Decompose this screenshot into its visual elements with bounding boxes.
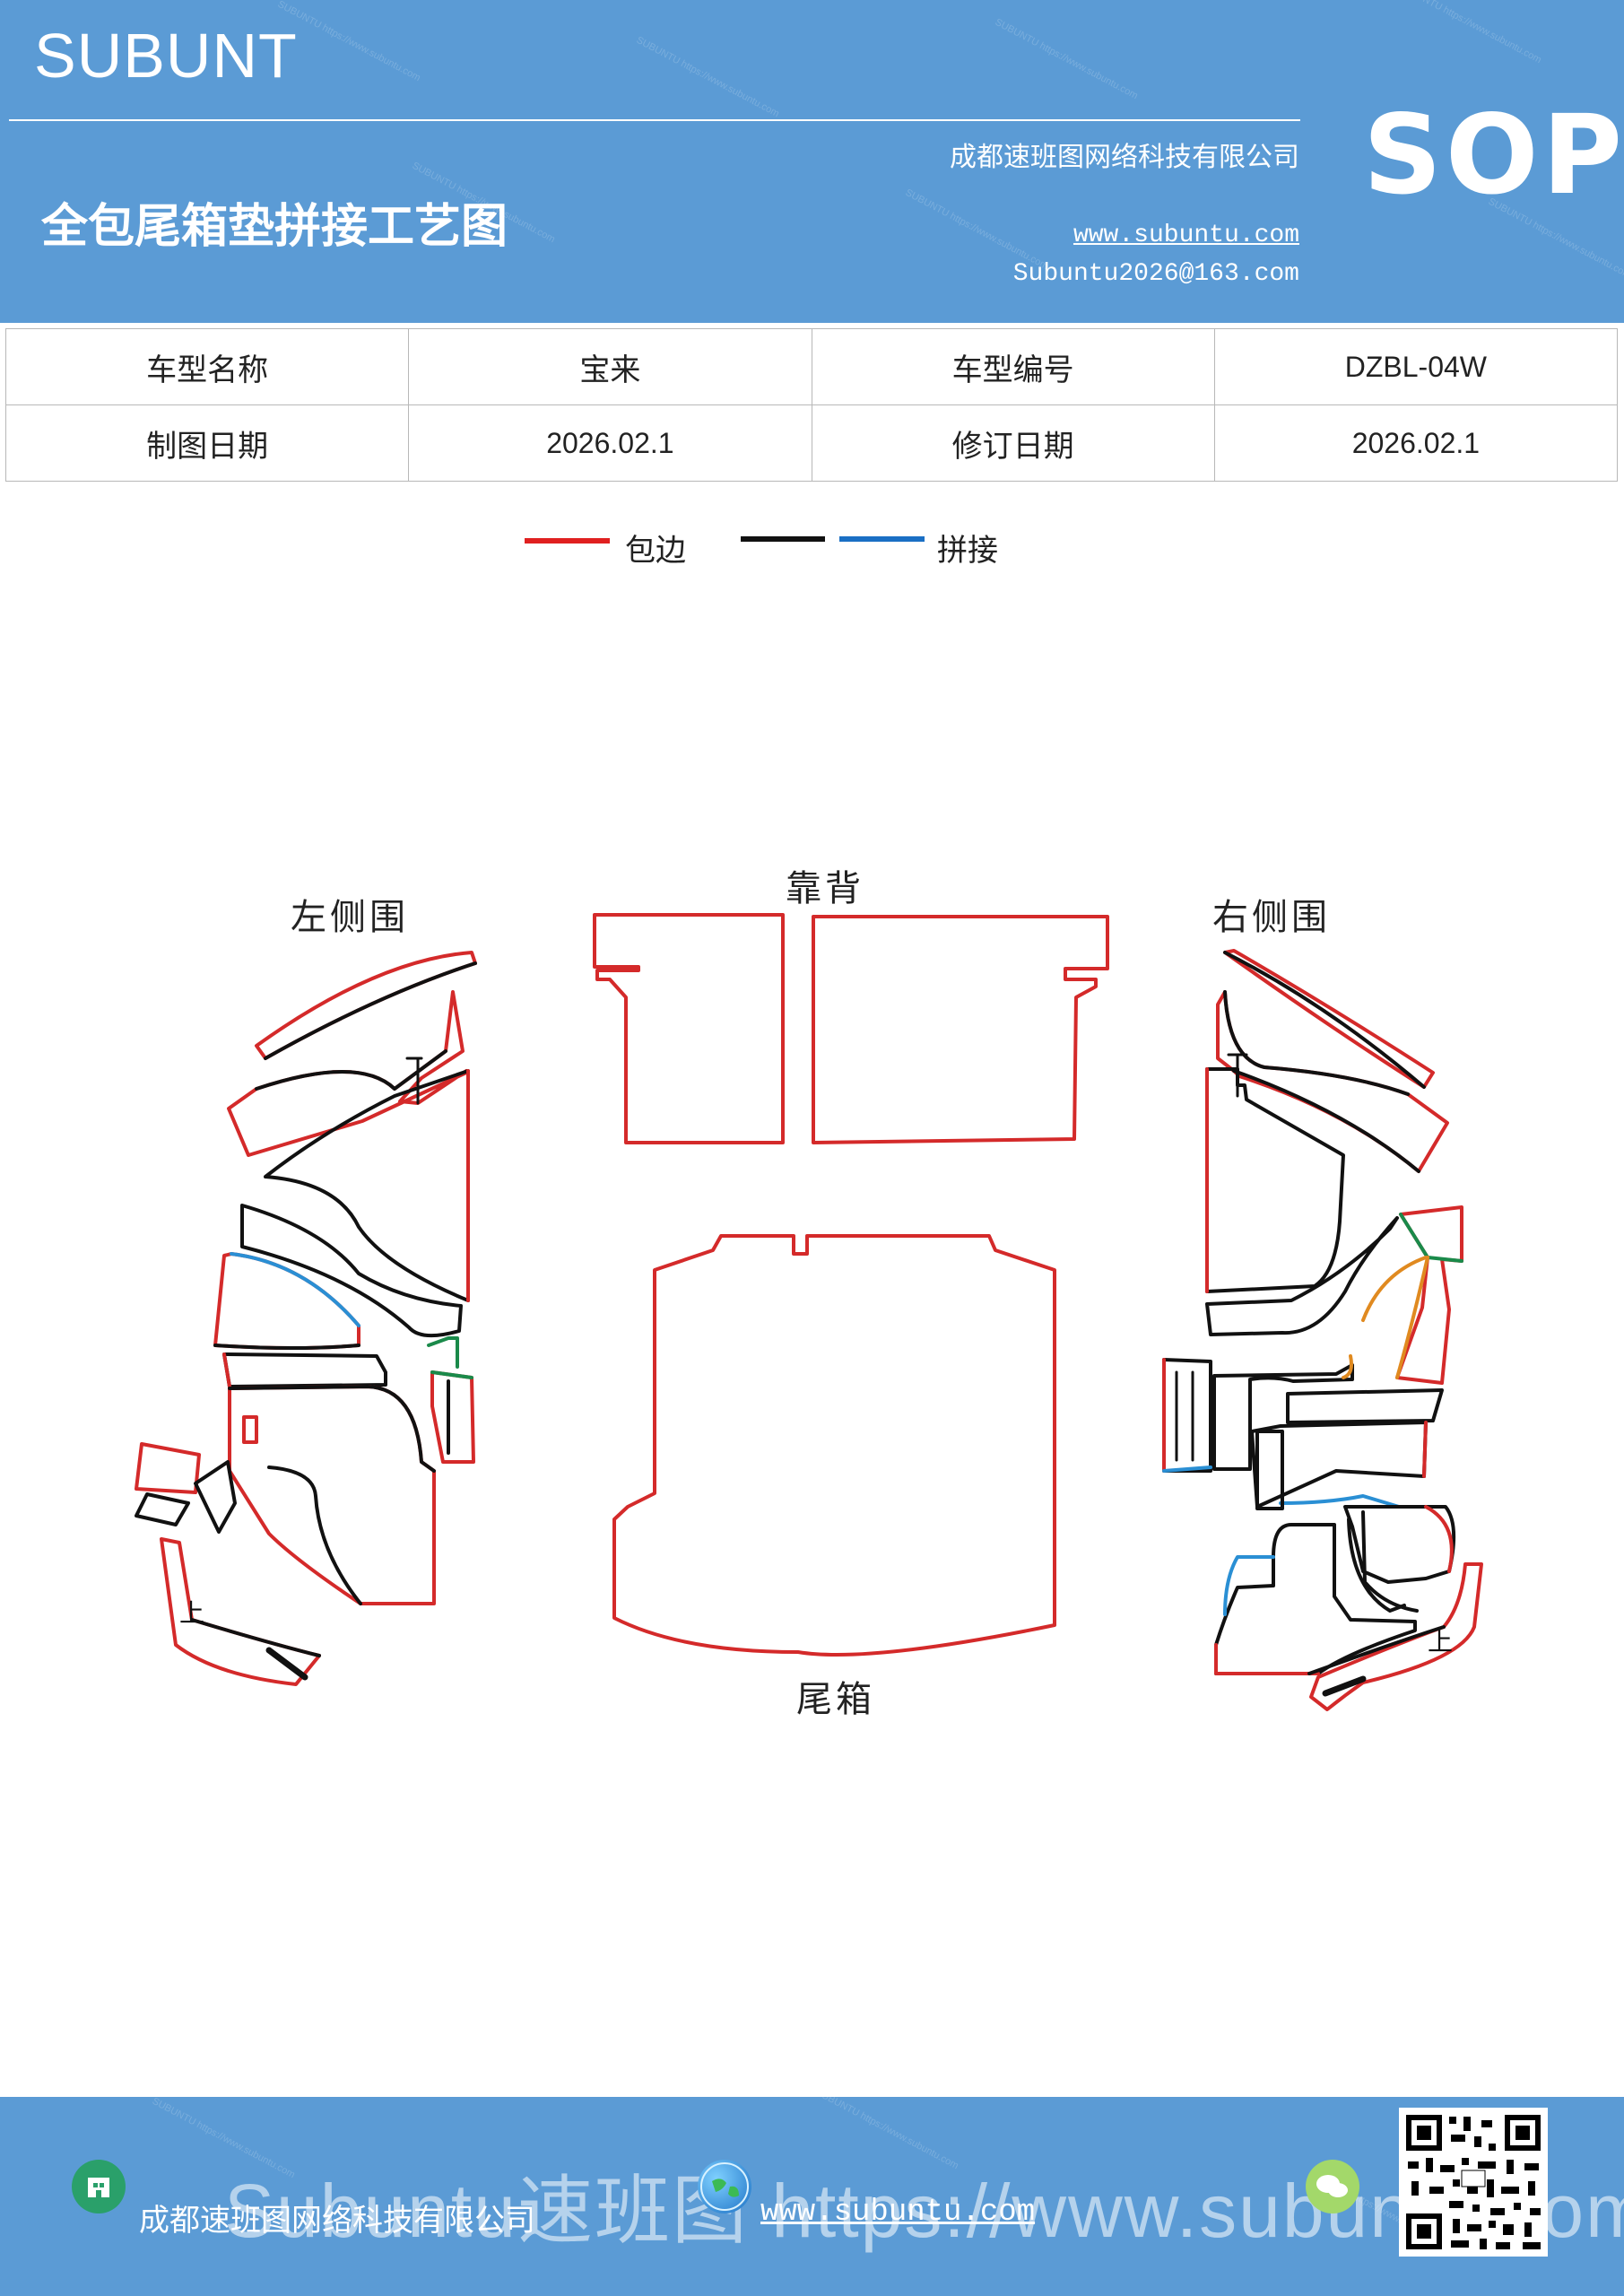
table-row: 制图日期 2026.02.1 修订日期 2026.02.1 (4, 404, 1619, 482)
footer-banner: SUBUNTU https://www.subuntu.com SUBUNTU … (0, 2097, 1624, 2296)
model-name-label: 车型名称 (4, 328, 410, 405)
qr-code-graphic (1406, 2115, 1541, 2249)
brand-name: SUBUNT (34, 21, 298, 91)
legend-black-line (741, 536, 825, 542)
legend-red-label: 包边 (625, 533, 686, 569)
legend-red-line (525, 538, 610, 544)
left-side-label: 左侧围 (291, 897, 409, 938)
watermark: SUBUNTU https://www.subuntu.com (634, 34, 781, 120)
qr-code[interactable] (1399, 2108, 1548, 2257)
trunk-floor-panel (612, 1234, 1056, 1657)
backrest-right-panel (812, 915, 1109, 1144)
wechat-icon (1306, 2160, 1359, 2213)
legend: 包边 拼接 (0, 520, 1624, 574)
globe-icon (698, 2160, 751, 2213)
company-name: 成都速班图网络科技有限公司 (950, 142, 1299, 173)
trunk-mat-diagram: 上 上 (135, 913, 1483, 1711)
watermark: SUBUNTU https://www.subuntu.com (275, 0, 422, 84)
trunk-label: 尾箱 (796, 1679, 875, 1720)
footer-company: 成都速班图网络科技有限公司 (139, 2203, 535, 2239)
footer-website-link[interactable]: www.subuntu.com (760, 2196, 1036, 2230)
header-banner: SUBUNTU https://www.subuntu.com SUBUNTU … (0, 0, 1624, 323)
watermark: SUBUNTU https://www.subuntu.com (1396, 0, 1543, 66)
revise-date-label: 修订日期 (811, 404, 1215, 482)
header-divider (9, 119, 1300, 121)
backrest-left-panel (593, 913, 785, 1144)
legend-blue-label: 拼接 (937, 533, 998, 569)
building-icon (72, 2160, 126, 2213)
up-mark-right: 上 (1428, 1627, 1453, 1657)
page-title: 全包尾箱垫拼接工艺图 (41, 199, 508, 254)
email-address[interactable]: Subuntu2026@163.com (1012, 260, 1299, 288)
right-side-panels (1162, 949, 1483, 1711)
left-side-panels (135, 951, 477, 1686)
info-table: 车型名称 宝来 车型编号 DZBL-04W 制图日期 2026.02.1 修订日… (4, 328, 1619, 482)
watermark: SUBUNTU https://www.subuntu.com (993, 16, 1140, 102)
up-mark-left: 上 (179, 1598, 204, 1628)
revise-date-value: 2026.02.1 (1213, 404, 1619, 482)
model-code-label: 车型编号 (811, 328, 1215, 405)
sop-badge: SOP (1363, 91, 1624, 219)
website-link[interactable]: www.subuntu.com (1073, 222, 1299, 249)
right-side-label: 右侧围 (1212, 897, 1331, 938)
legend-blue-line (839, 536, 925, 542)
table-row: 车型名称 宝来 车型编号 DZBL-04W (4, 328, 1619, 405)
footer-watermark-text: Subuntu速班图 https://www.subuntu.com (224, 2169, 1624, 2253)
model-name-value: 宝来 (408, 328, 812, 405)
model-code-value: DZBL-04W (1213, 328, 1619, 405)
backrest-label: 靠背 (786, 868, 864, 909)
draw-date-value: 2026.02.1 (408, 404, 812, 482)
draw-date-label: 制图日期 (4, 404, 410, 482)
